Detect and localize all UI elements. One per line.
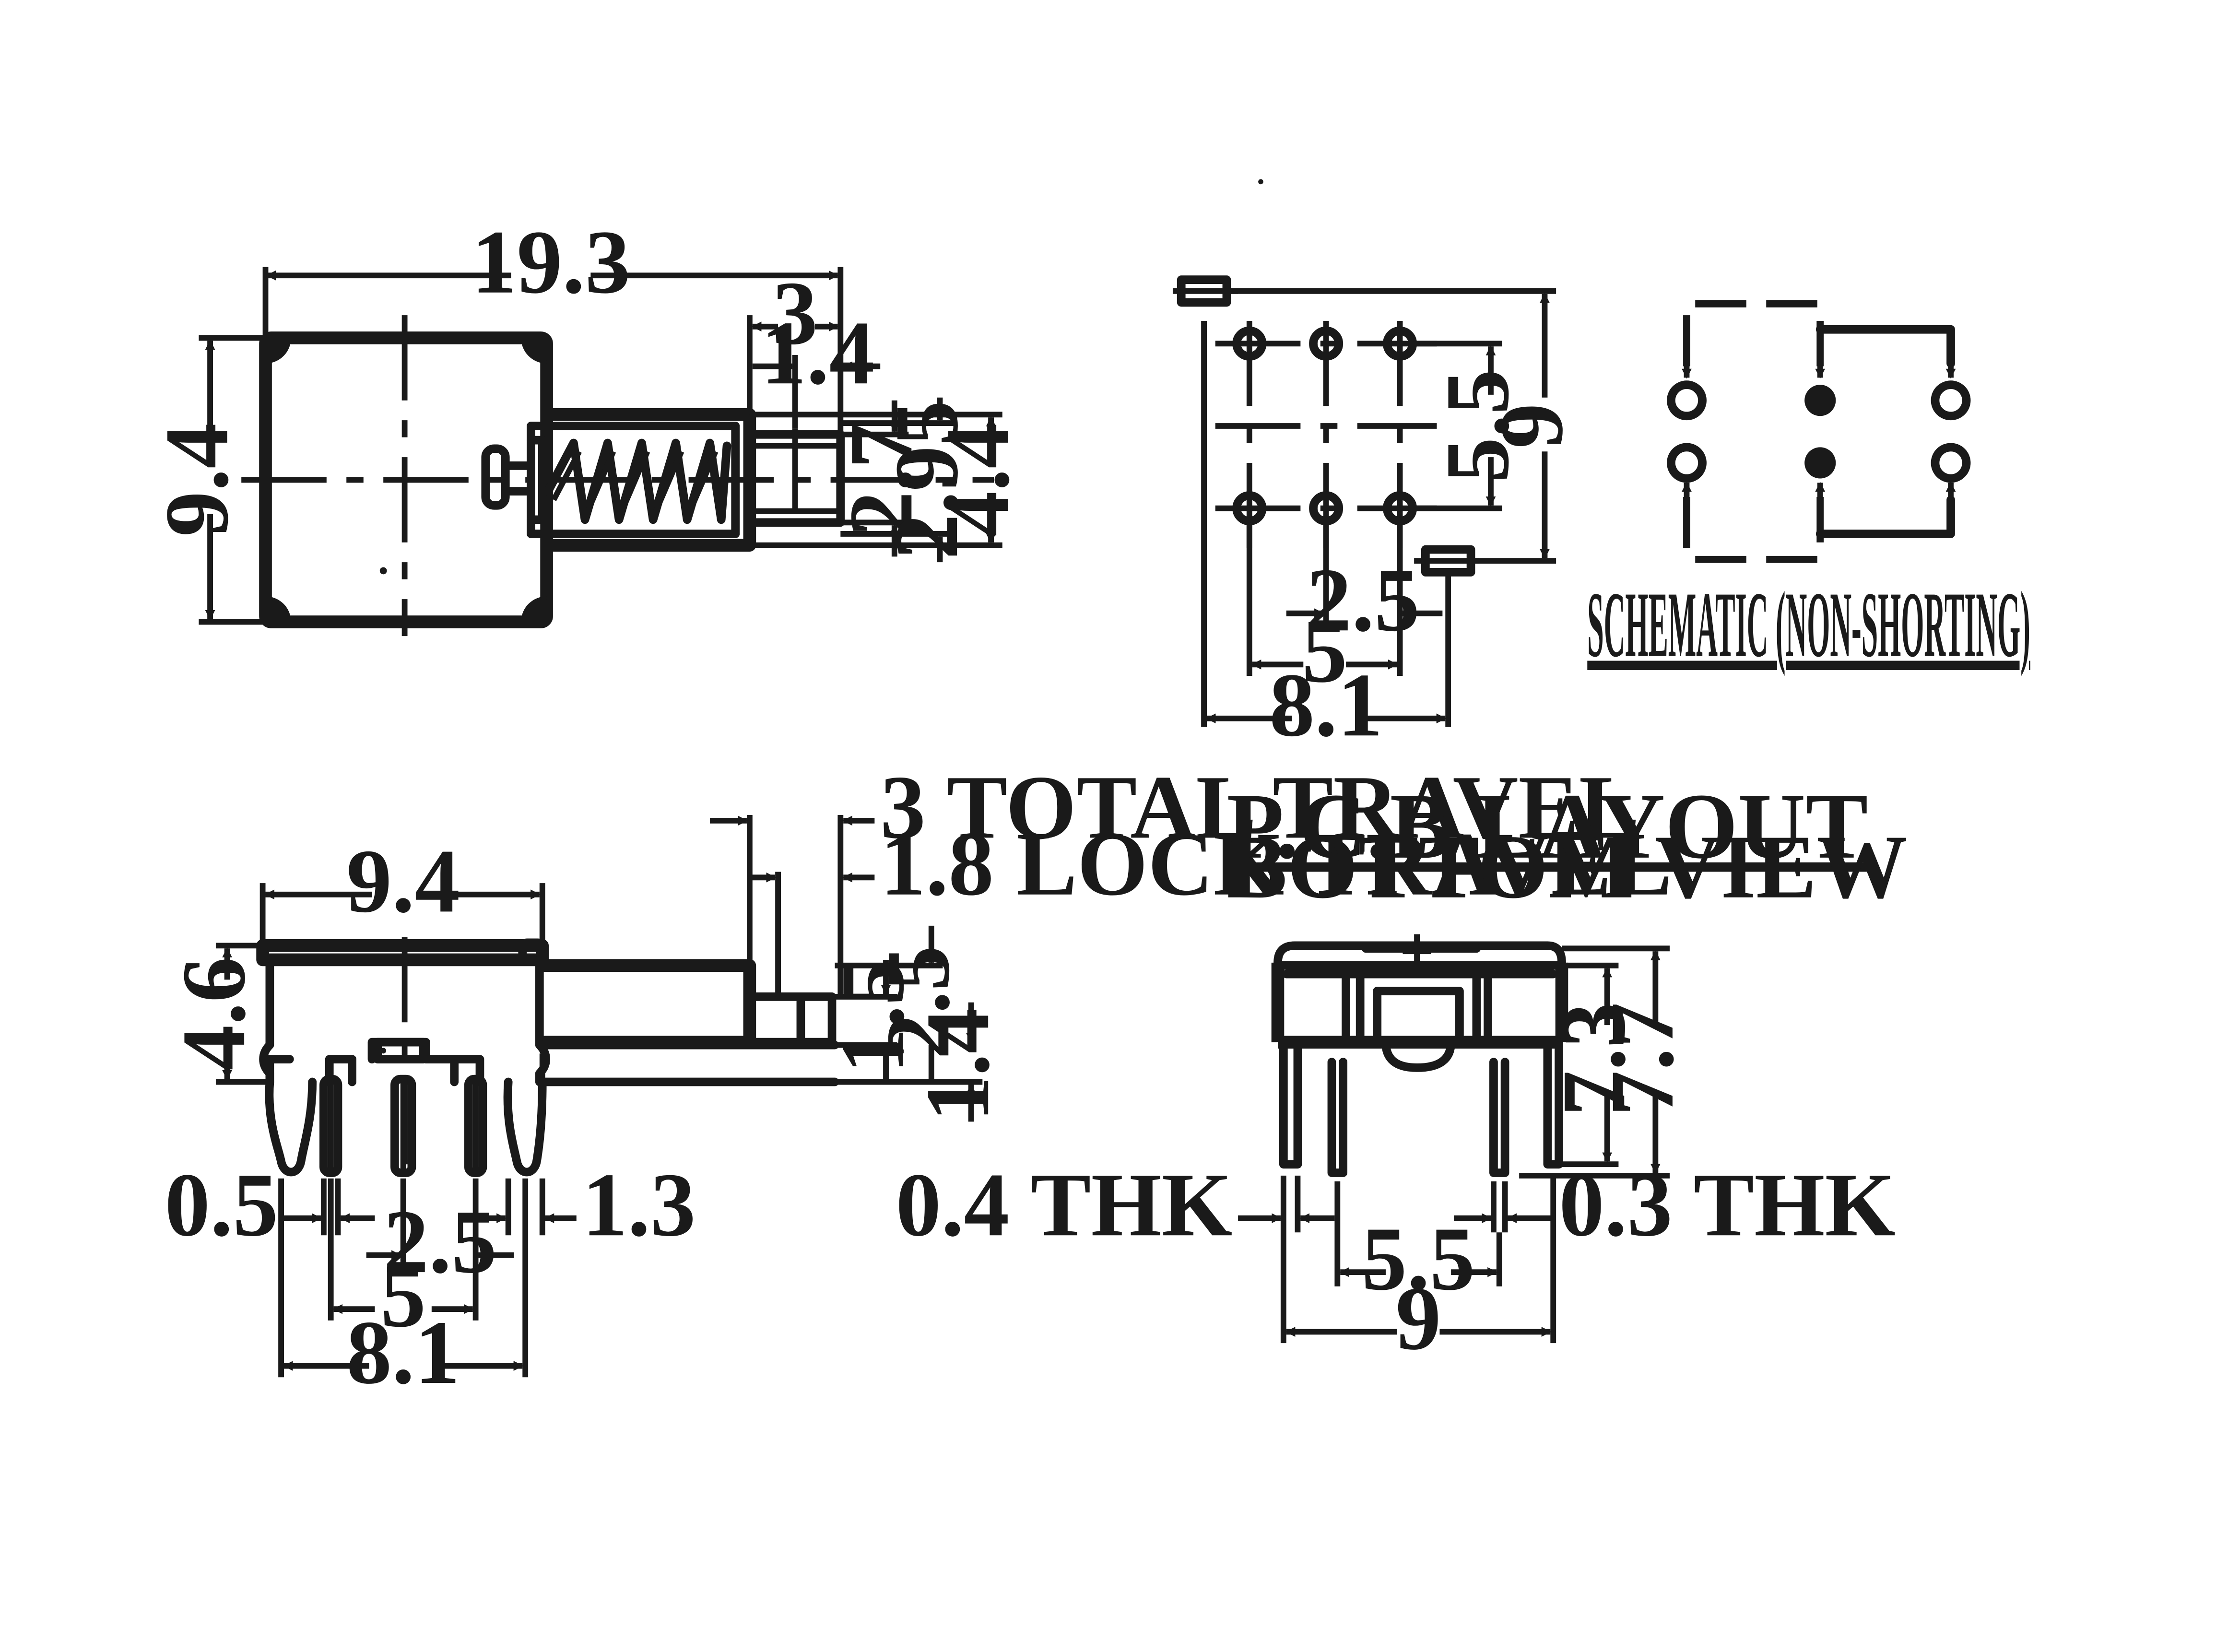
schematic-label: SCHEMATIC (NON-SHORTING) bbox=[1587, 573, 2030, 677]
dim-c-label: 1.4 bbox=[907, 1008, 1008, 1122]
schematic: SCHEMATIC (NON-SHORTING) bbox=[1587, 300, 2030, 677]
dim-b-label: 7.7 bbox=[1591, 1003, 1692, 1116]
front-view: 7.3 7.7 0.4 THK 0.3 THK 5.5 9 bbox=[896, 934, 1896, 1369]
pcb-title-line2: BOTTOM VIEW bbox=[1226, 816, 1907, 917]
dim-pitch-label: 2.5 bbox=[383, 1191, 497, 1292]
pcb-hole bbox=[1309, 491, 1344, 526]
dim-width-label: 9 bbox=[1396, 1268, 1441, 1369]
pcb-layout-title: P.C.B LAYOUT BOTTOM VIEW bbox=[1226, 775, 1907, 917]
top-view: 19.3 9.4 3 1.4 2.7 2.95 4.4 bbox=[146, 212, 1028, 637]
dim-span-label: 5 bbox=[1302, 601, 1347, 701]
side-view: 3 TOTAL TRAVEL 1.8 LOCK TRAVEL 9.4 4.6 1… bbox=[163, 756, 1672, 1403]
open-contact bbox=[1931, 380, 1971, 421]
dim-width-label: 9.4 bbox=[346, 830, 460, 931]
pcb-title-line1: P.C.B LAYOUT bbox=[1226, 775, 1868, 878]
pcb-hole bbox=[1383, 491, 1417, 526]
open-contact bbox=[1931, 443, 1971, 483]
dim-length-label: 19.3 bbox=[471, 212, 631, 312]
dim-pin-end-label: 1.3 bbox=[582, 1154, 696, 1255]
dim-row-label: 5.5 bbox=[1427, 369, 1528, 483]
dim-height-label: 4.6 bbox=[163, 957, 264, 1071]
dim-width-label: 8.1 bbox=[1269, 654, 1383, 755]
dim-b-label: 2.95 bbox=[876, 401, 977, 560]
dim-total-label: 8.1 bbox=[346, 1302, 460, 1403]
open-contact bbox=[1667, 380, 1707, 421]
dim-pitch-label: 2.5 bbox=[1306, 549, 1420, 650]
pcb-hole bbox=[1232, 326, 1267, 361]
thk-left-label: 0.4 THK bbox=[896, 1154, 1232, 1255]
dim-height-label: 9.4 bbox=[146, 423, 247, 537]
dim-height-label: 9 bbox=[1481, 403, 1581, 449]
dim-pin-label: 0.5 bbox=[165, 1154, 278, 1255]
dim-stem-label: 3 bbox=[772, 262, 818, 363]
pcb-hole bbox=[1309, 326, 1344, 361]
open-contact bbox=[1667, 443, 1707, 483]
closed-contact bbox=[1804, 447, 1836, 479]
dim-b-label: 2.5 bbox=[867, 945, 968, 1059]
dim-stem-inner-label: 1.4 bbox=[761, 302, 875, 403]
closed-contact bbox=[1804, 385, 1836, 416]
dim-a-label: 7.3 bbox=[1543, 1003, 1644, 1116]
dim-a-label: 1.5 bbox=[822, 960, 923, 1074]
thk-right-label: 0.3 THK bbox=[1559, 1154, 1896, 1255]
dim-pitch-label: 5.5 bbox=[1362, 1208, 1475, 1309]
pcb-hole bbox=[1383, 326, 1417, 361]
dim-span-label: 5 bbox=[380, 1245, 426, 1346]
total-travel-label: 3 TOTAL TRAVEL bbox=[880, 756, 1639, 857]
dim-a-label: 2.7 bbox=[830, 423, 931, 537]
pcb-footprint-view: 9 5.5 2.5 5 8.1 bbox=[1172, 179, 1581, 755]
lock-travel-label: 1.8 LOCK TRAVEL bbox=[880, 814, 1672, 914]
pcb-hole bbox=[1232, 491, 1267, 526]
dim-c-label: 4.4 bbox=[927, 423, 1028, 537]
